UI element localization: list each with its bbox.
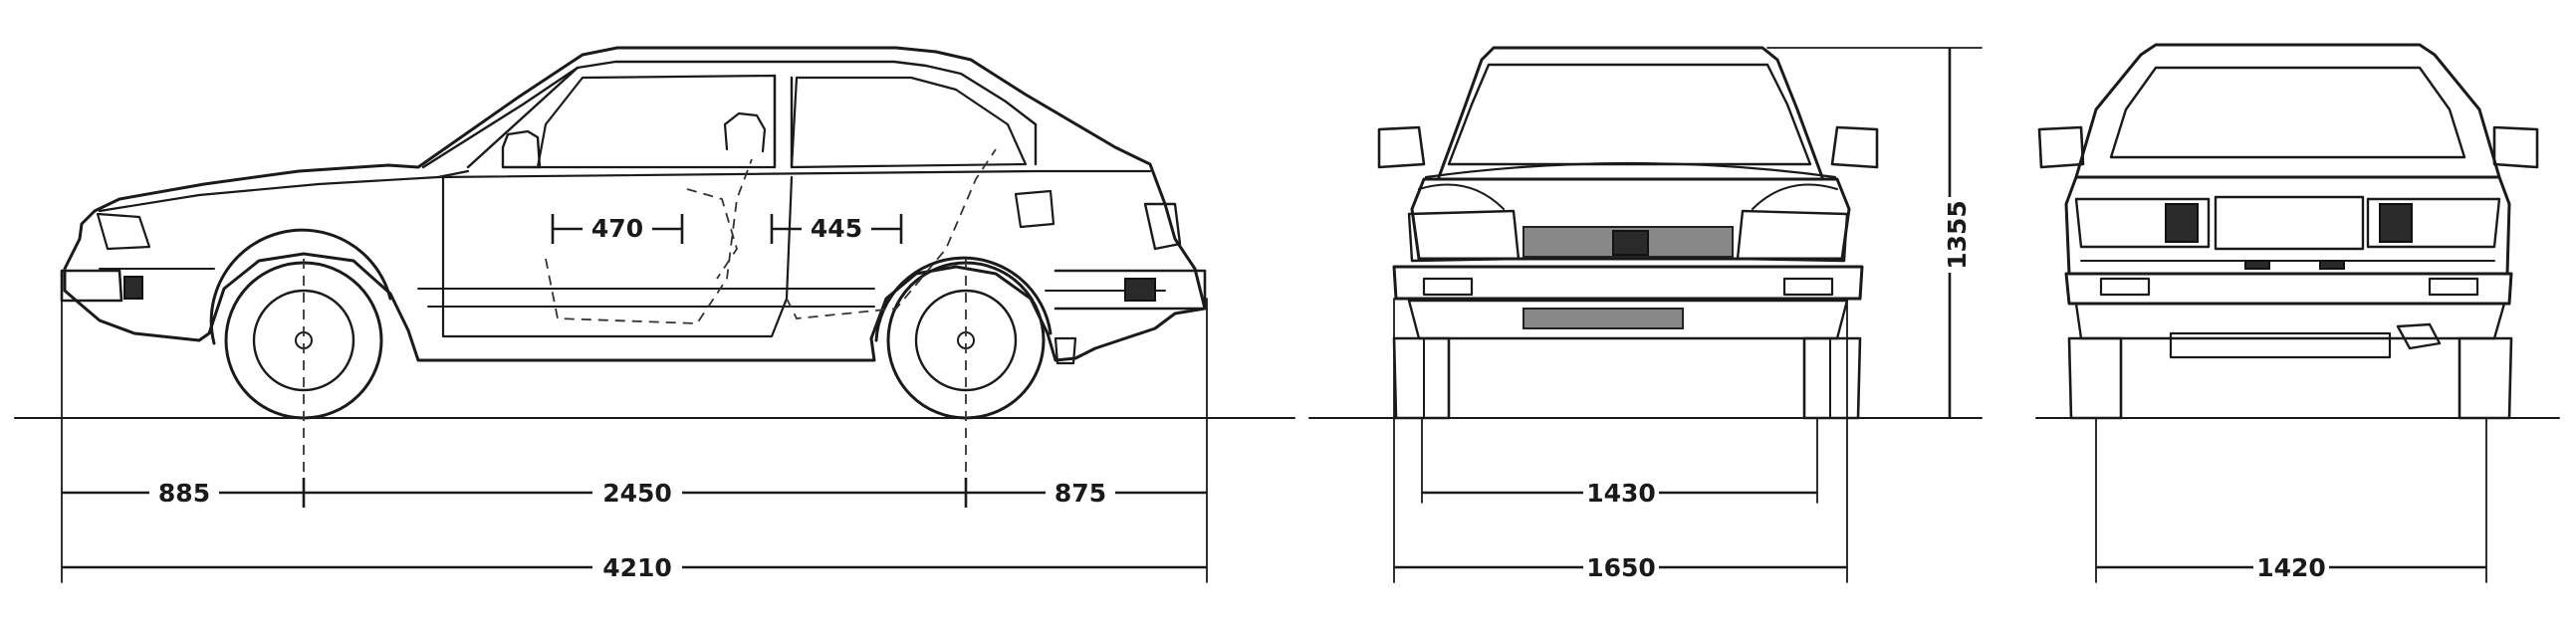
front-fog-light-right [1782, 277, 1834, 297]
side-tail-light [1143, 202, 1182, 251]
rear-seat-depth-label: 445 [811, 214, 862, 243]
front-headlight-right [1736, 209, 1849, 263]
front-emblem [1612, 230, 1649, 256]
overall-width-label: 1650 [1586, 553, 1656, 582]
rear-seat-depth-label-bg [802, 211, 871, 245]
side-mudflap [1054, 336, 1077, 365]
side-front-door-window [536, 74, 777, 169]
side-front-rim [252, 289, 355, 392]
rear-window [2109, 66, 2466, 159]
rear-mirror-left [2037, 125, 2085, 169]
front-track-label: 1430 [1586, 479, 1656, 508]
side-fuel-door [1014, 189, 1055, 229]
side-headlight [96, 212, 151, 251]
rear-track-label: 1420 [2256, 553, 2326, 582]
rear-lamp-insert-right [2379, 203, 2413, 243]
front-headlight-brows [1418, 183, 1838, 210]
front-body-outline [1410, 177, 1851, 261]
side-door-outline [441, 175, 794, 338]
rear-license-plate [2214, 195, 2365, 251]
side-moulding [99, 268, 1166, 308]
side-seat-dimensions: 470 445 [551, 211, 903, 245]
rear-bumper [2064, 272, 2513, 306]
rear-overhang-label-bg [1046, 476, 1115, 510]
side-mirror [501, 129, 542, 169]
overall-length-label: 4210 [602, 553, 672, 582]
side-b-pillar [773, 74, 794, 169]
front-overhang-label: 885 [158, 479, 210, 508]
front-view: 1430 1650 1355 [1377, 46, 1983, 584]
rear-track-label-bg [2253, 550, 2329, 584]
front-tire-left [1392, 336, 1451, 420]
side-rear-rim [914, 289, 1018, 392]
side-extension-lines [61, 259, 1208, 583]
side-window-frame [421, 60, 1038, 169]
rear-taillight-right [2366, 197, 2501, 249]
side-belt-line [436, 169, 1152, 179]
rear-underbody [2169, 331, 2392, 359]
front-seat-depth-label-bg [583, 211, 652, 245]
height-label-bg [1932, 197, 1968, 273]
rear-lamp-insert-left [2165, 203, 2199, 243]
side-driver-headrest [723, 111, 767, 153]
overall-length-label-bg [592, 550, 682, 584]
side-rear-wheel [874, 256, 1053, 420]
rear-mirror-right [2492, 125, 2539, 169]
front-bumper [1392, 265, 1864, 301]
front-windshield [1447, 63, 1812, 166]
front-mirror-right [1830, 125, 1879, 169]
rear-reflector-left [2099, 277, 2151, 297]
side-rear-wheel-arch [874, 256, 1053, 342]
rear-badge-left [2244, 260, 2270, 270]
front-roof-outline [1437, 46, 1824, 179]
front-track-label-bg [1583, 476, 1659, 510]
side-front-wheel [209, 228, 392, 420]
front-mirror-left [1377, 125, 1426, 169]
front-seat-depth-label: 470 [591, 214, 643, 243]
rear-tire-right [2458, 336, 2513, 420]
rear-badge-right [2319, 260, 2345, 270]
rear-exhaust [2396, 322, 2442, 350]
rear-taillight-left [2074, 197, 2211, 249]
side-hood-line [98, 169, 470, 213]
side-rear-bumper [1054, 269, 1207, 311]
rear-view: 1420 [2037, 43, 2539, 584]
wheelbase-label: 2450 [602, 479, 672, 508]
side-windshield-pillar [466, 66, 580, 169]
side-front-wheel-arch [209, 228, 392, 345]
side-rear-bumper-light [1124, 278, 1156, 302]
side-rear-seat-outline [786, 148, 997, 319]
side-front-bumper [60, 269, 123, 303]
rear-tire-left [2067, 336, 2123, 420]
side-seatback-outline [686, 188, 738, 280]
front-hood-curve [1424, 161, 1837, 179]
rear-roof-outline [2074, 43, 2501, 179]
front-overhang-label-bg [149, 476, 219, 510]
side-front-seat-outline [545, 158, 753, 324]
front-tire-right [1802, 336, 1862, 420]
rear-body-outline [2064, 175, 2511, 276]
front-fog-light-left [1422, 277, 1474, 297]
overall-width-label-bg [1583, 550, 1659, 584]
side-rear-window [790, 76, 1028, 169]
front-headlight-left [1407, 209, 1521, 263]
wheelbase-label-bg [592, 476, 682, 510]
side-front-marker-light [123, 276, 143, 300]
height-label: 1355 [1943, 200, 1972, 270]
side-length-dimensions: 885 2450 875 4210 [62, 476, 1207, 584]
side-body-outline [63, 46, 1207, 362]
side-view: 470 445 885 2450 875 421 [60, 46, 1208, 584]
rear-reflector-right [2428, 277, 2479, 297]
rear-overhang-label: 875 [1054, 479, 1106, 508]
front-license-plate [1522, 308, 1684, 329]
